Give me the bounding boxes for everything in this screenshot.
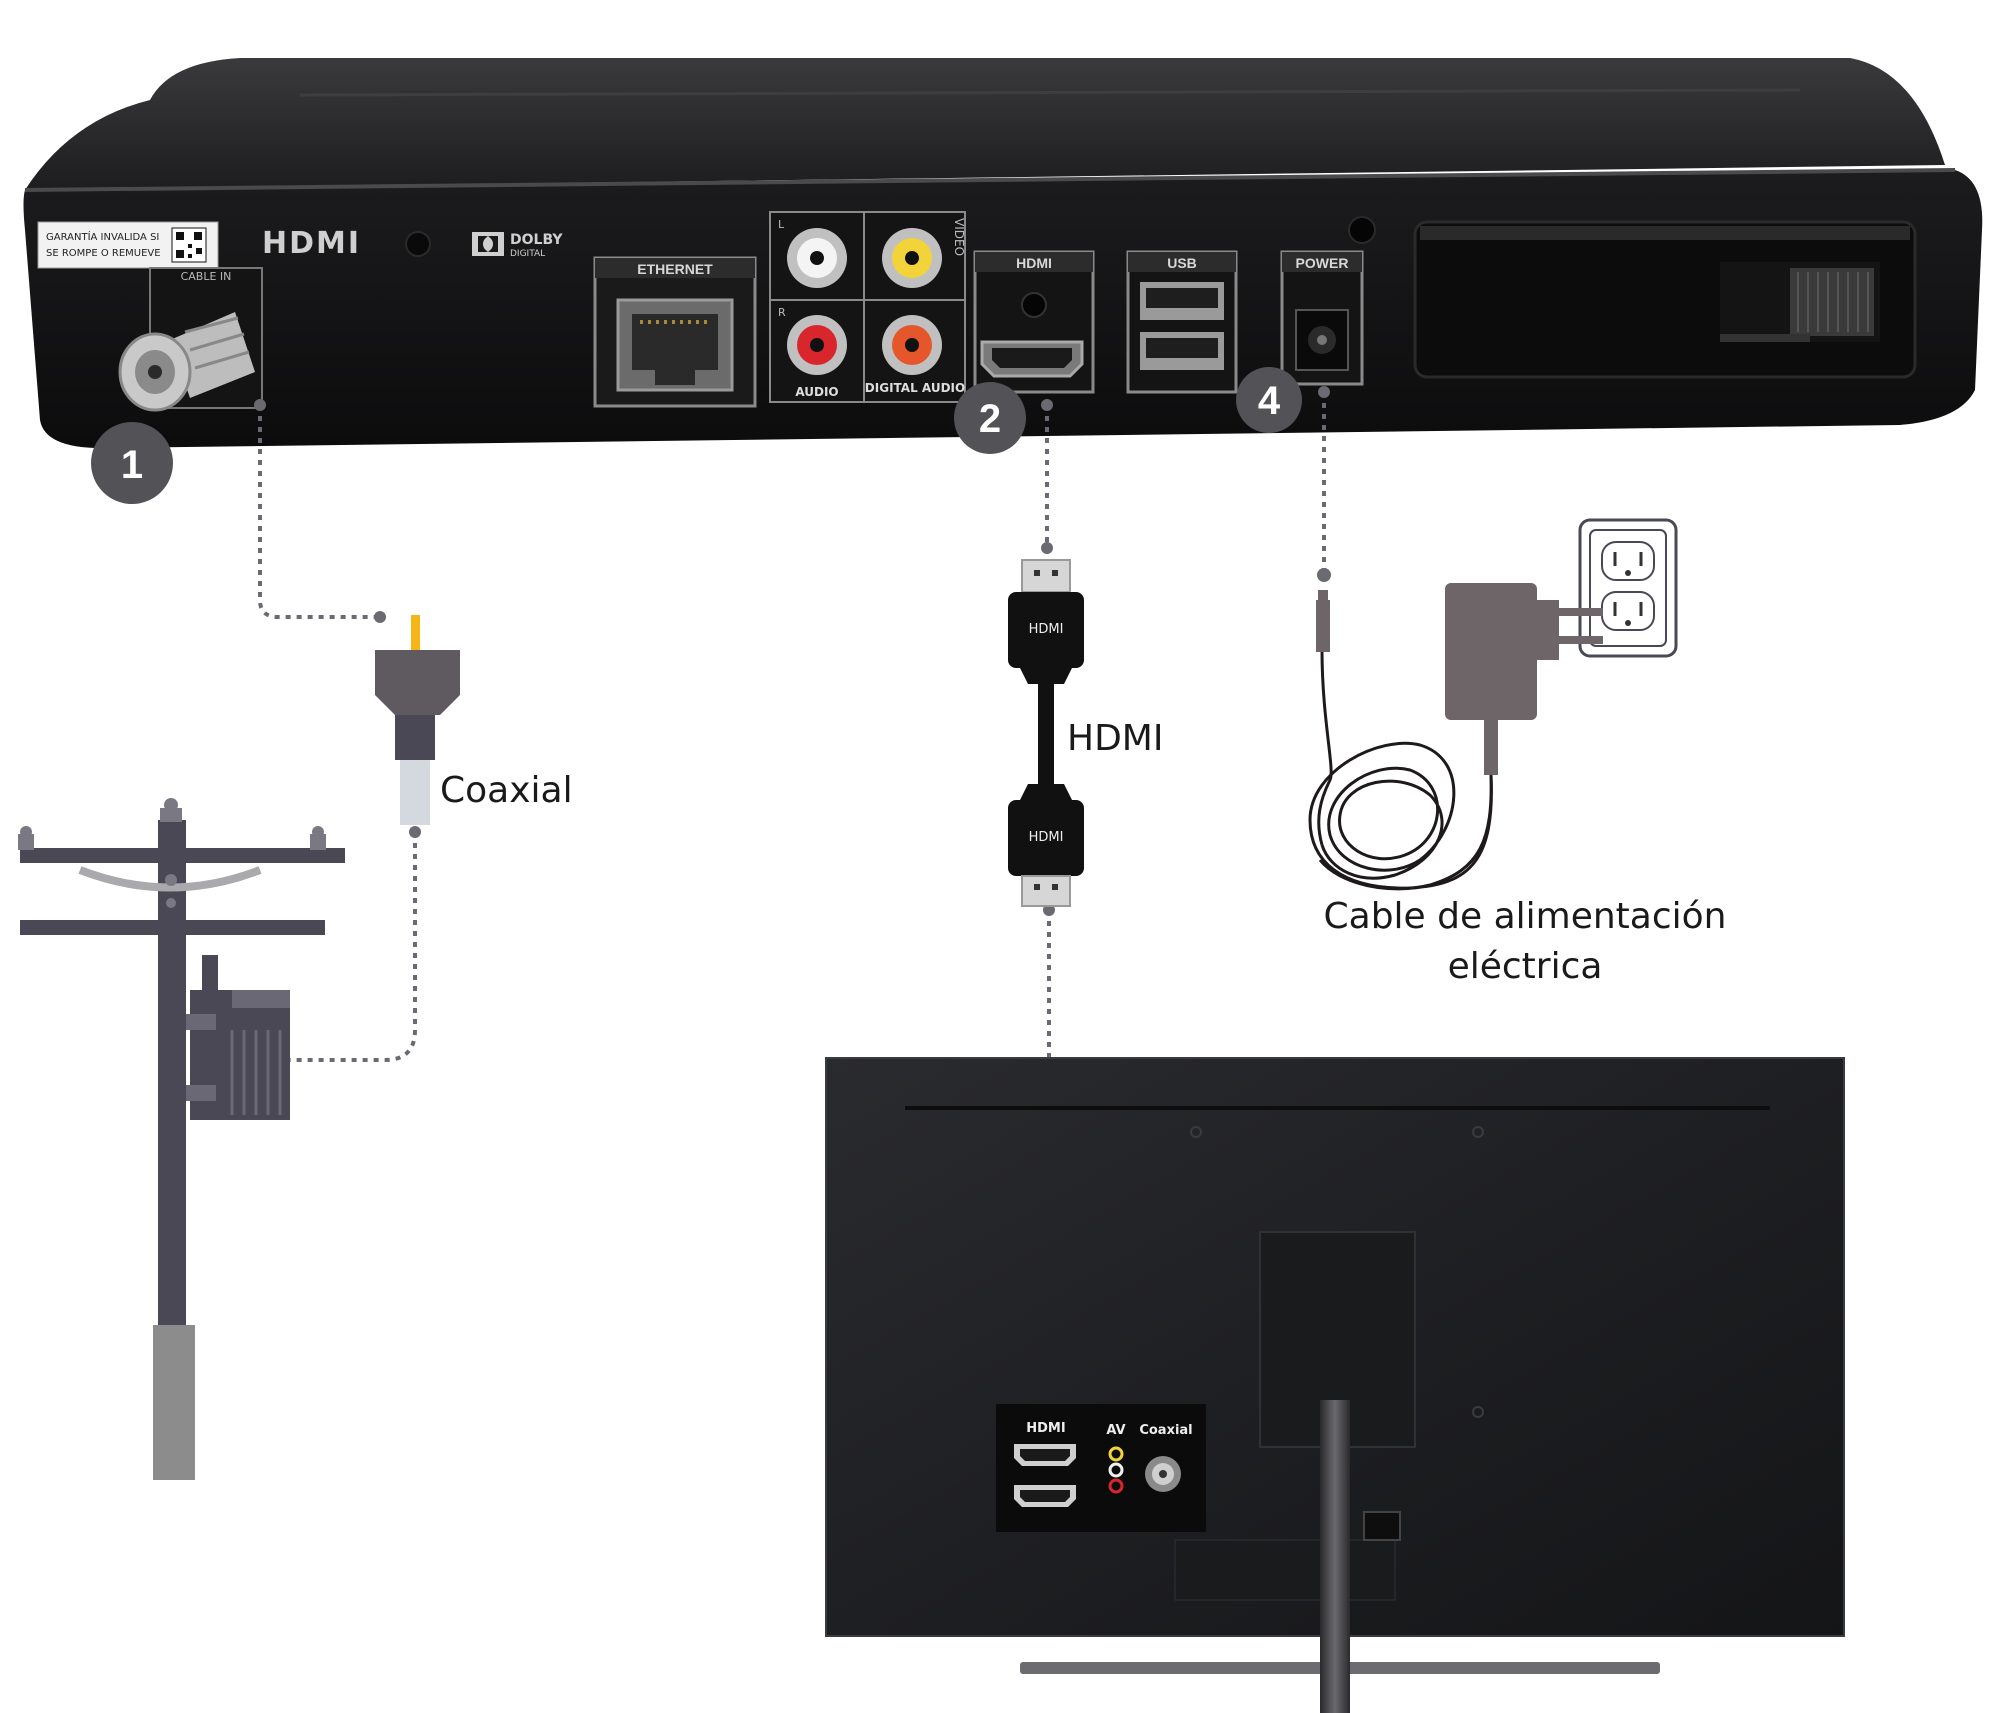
coaxial-label: Coaxial: [440, 770, 573, 811]
card-slot: [1413, 220, 1917, 379]
svg-text:DIGITAL: DIGITAL: [510, 249, 545, 259]
power-cable-label-line-2: eléctrica: [1448, 946, 1603, 987]
svg-text:1: 1: [121, 443, 143, 487]
svg-text:VIDEO: VIDEO: [952, 218, 966, 256]
cable-in-port: CABLE IN: [118, 267, 263, 412]
tv-back: [825, 1057, 1845, 1713]
tv-av-label: AV: [1106, 1423, 1125, 1438]
hdmi-port: HDMI: [973, 250, 1095, 394]
svg-text:ETHERNET: ETHERNET: [637, 261, 713, 277]
svg-text:L: L: [778, 218, 785, 231]
coaxial-plug-icon: [375, 615, 460, 825]
tv-hdmi-label: HDMI: [1026, 1421, 1065, 1436]
set-top-box: GARANTÍA INVALIDA SI SE ROMPE O REMUEVE …: [23, 58, 1983, 449]
warranty-line-2: SE ROMPE O REMUEVE: [46, 248, 161, 259]
svg-text:CABLE IN: CABLE IN: [181, 270, 232, 283]
svg-text:POWER: POWER: [1296, 255, 1349, 271]
warranty-sticker: GARANTÍA INVALIDA SI SE ROMPE O REMUEVE: [37, 221, 219, 269]
power-cable-label-line-1: Cable de alimentación: [1324, 896, 1727, 937]
step-badge-2: 2: [954, 382, 1026, 454]
svg-text:HDMI: HDMI: [1016, 255, 1052, 271]
svg-text:HDMI: HDMI: [1029, 622, 1064, 637]
ethernet-port: ETHERNET: [593, 256, 757, 408]
svg-text:USB: USB: [1167, 255, 1197, 271]
svg-text:DOLBY: DOLBY: [510, 232, 563, 248]
power-port: POWER: [1280, 216, 1376, 386]
hdmi-cable-icon: HDMI HDMI: [1008, 559, 1084, 907]
usb-ports: USB: [1126, 250, 1238, 394]
svg-text:HDMI: HDMI: [1029, 830, 1064, 845]
svg-text:4: 4: [1258, 379, 1281, 423]
rca-ports: L R VIDEO AUDIO DIGITAL AUDIO: [769, 211, 966, 403]
svg-text:AUDIO: AUDIO: [795, 385, 838, 399]
step-badge-1: 1: [91, 422, 173, 504]
svg-text:R: R: [778, 306, 786, 319]
dolby-logo: DOLBY DIGITAL: [472, 232, 563, 259]
svg-text:2: 2: [979, 397, 1001, 441]
hdmi-cable-label: HDMI: [1067, 718, 1163, 759]
tv-port-panel: HDMI AV Coaxial: [996, 1404, 1206, 1532]
tv-hdmi-port-1: [1014, 1444, 1076, 1466]
hdmi-logo: HDMI: [262, 226, 361, 261]
svg-text:DIGITAL AUDIO: DIGITAL AUDIO: [865, 381, 965, 395]
power-adapter-icon: [1308, 518, 1678, 891]
screw-icon: [405, 231, 431, 257]
utility-pole-icon: [18, 798, 345, 1480]
tv-hdmi-port-2: [1014, 1485, 1076, 1507]
warranty-line-1: GARANTÍA INVALIDA SI: [46, 230, 159, 243]
connector-lines: [258, 392, 1326, 1406]
tv-coaxial-port: [1145, 1456, 1181, 1492]
tv-coaxial-label: Coaxial: [1139, 1423, 1192, 1438]
step-badge-4: 4: [1236, 367, 1302, 433]
